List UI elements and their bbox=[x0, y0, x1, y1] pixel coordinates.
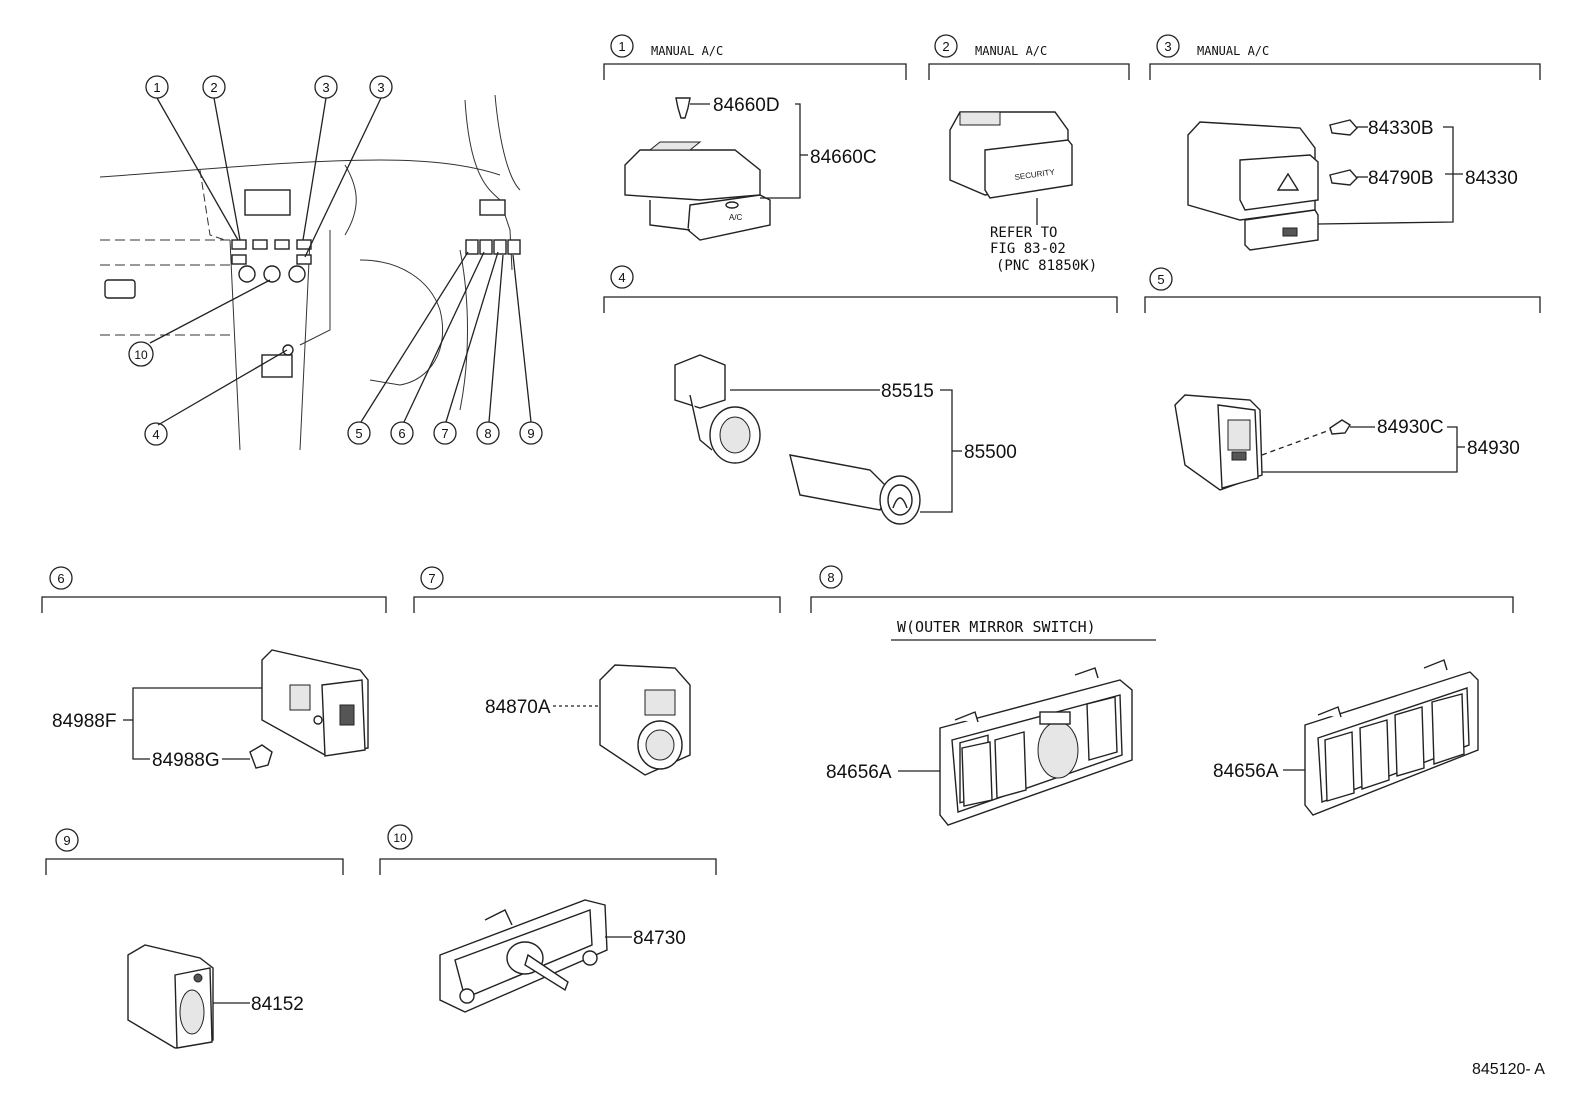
section-9-number: 9 bbox=[63, 833, 70, 848]
security-switch-drawing: SECURITY bbox=[949, 111, 1073, 199]
callout-10: 10 bbox=[128, 341, 154, 367]
callout-7: 7 bbox=[433, 421, 457, 445]
part-84730: 84730 bbox=[633, 928, 686, 949]
svg-text:4: 4 bbox=[152, 427, 159, 442]
mirror-switch-drawing bbox=[599, 664, 691, 776]
section-8-number: 8 bbox=[827, 570, 834, 585]
part-84656A-left: 84656A bbox=[826, 762, 892, 783]
ac-switch-drawing: A/C bbox=[624, 97, 771, 241]
section-2-title: MANUAL A/C bbox=[975, 44, 1047, 58]
section-10-number: 10 bbox=[393, 831, 407, 845]
part-84988F: 84988F bbox=[52, 711, 116, 732]
part-84790B: 84790B bbox=[1368, 168, 1434, 189]
callout-9: 9 bbox=[519, 421, 543, 445]
section-10: 10 84730 bbox=[379, 824, 717, 1013]
part-85500: 85500 bbox=[964, 442, 1017, 463]
callout-3a: 3 bbox=[314, 75, 338, 99]
switch-6-drawing bbox=[249, 649, 369, 769]
callout-8: 8 bbox=[476, 421, 500, 445]
section-3-number: 3 bbox=[1164, 39, 1171, 54]
section-4: 4 85515 85500 bbox=[603, 265, 1118, 525]
part-84870A: 84870A bbox=[485, 697, 551, 718]
ac-label: A/C bbox=[729, 213, 743, 222]
refer-line-2: FIG 83-02 bbox=[990, 241, 1066, 257]
svg-text:10: 10 bbox=[134, 348, 148, 362]
section-2: 2 MANUAL A/C SECURITY REFER TO FIG 83-02… bbox=[928, 34, 1130, 274]
section-5: 5 84930C 84930 bbox=[1144, 267, 1541, 491]
callout-6: 6 bbox=[390, 421, 414, 445]
part-84930: 84930 bbox=[1467, 438, 1520, 459]
svg-text:2: 2 bbox=[210, 80, 217, 95]
part-84988G: 84988G bbox=[152, 750, 220, 771]
section-4-number: 4 bbox=[618, 270, 625, 285]
svg-text:3: 3 bbox=[377, 80, 384, 95]
section-1-title: MANUAL A/C bbox=[651, 44, 723, 58]
svg-text:8: 8 bbox=[484, 426, 491, 441]
part-84330: 84330 bbox=[1465, 168, 1518, 189]
part-84660D: 84660D bbox=[713, 95, 780, 116]
callout-5: 5 bbox=[347, 421, 371, 445]
svg-text:5: 5 bbox=[355, 426, 362, 441]
callout-3b: 3 bbox=[369, 75, 393, 99]
svg-text:6: 6 bbox=[398, 426, 405, 441]
section-6: 6 84988F 84988G bbox=[41, 566, 387, 771]
refer-line-3: (PNC 81850K) bbox=[996, 258, 1097, 274]
svg-text:3: 3 bbox=[322, 80, 329, 95]
bezel-left-drawing bbox=[939, 667, 1133, 826]
section-8: 8 W(OUTER MIRROR SWITCH) 84656A bbox=[810, 565, 1514, 826]
svg-text:1: 1 bbox=[153, 80, 160, 95]
part-84930C: 84930C bbox=[1377, 417, 1444, 438]
rocker-switch-drawing bbox=[1174, 394, 1351, 491]
section-1: 1 MANUAL A/C A/C 84660D 84660C bbox=[603, 34, 907, 241]
part-84152: 84152 bbox=[251, 994, 304, 1015]
figure-id: 845120- A bbox=[1472, 1061, 1545, 1078]
callout-2: 2 bbox=[202, 75, 226, 99]
callout-4: 4 bbox=[144, 422, 168, 446]
part-84660C: 84660C bbox=[810, 147, 877, 168]
section-7: 7 84870A bbox=[413, 566, 781, 776]
bezel-right-drawing bbox=[1304, 659, 1479, 816]
section-1-number: 1 bbox=[618, 39, 625, 54]
dashboard-overview: 1 2 3 3 10 4 5 6 7 8 9 bbox=[99, 75, 543, 451]
svg-text:7: 7 bbox=[441, 426, 448, 441]
section-7-number: 7 bbox=[428, 571, 435, 586]
outer-mirror-note: W(OUTER MIRROR SWITCH) bbox=[897, 618, 1096, 636]
part-84330B: 84330B bbox=[1368, 118, 1434, 139]
callout-1: 1 bbox=[145, 75, 169, 99]
svg-text:9: 9 bbox=[527, 426, 534, 441]
section-6-number: 6 bbox=[57, 571, 64, 586]
dimmer-switch-drawing bbox=[127, 944, 214, 1049]
section-3-title: MANUAL A/C bbox=[1197, 44, 1269, 58]
part-84656A-right: 84656A bbox=[1213, 761, 1279, 782]
section-2-number: 2 bbox=[942, 39, 949, 54]
section-9: 9 84152 bbox=[45, 828, 344, 1049]
part-85515: 85515 bbox=[881, 381, 934, 402]
section-5-number: 5 bbox=[1157, 272, 1164, 287]
rheostat-drawing bbox=[439, 899, 608, 1013]
hazard-switch-drawing bbox=[1187, 119, 1358, 251]
section-3: 3 MANUAL A/C 84330B 84790B 84330 bbox=[1149, 34, 1541, 251]
refer-line-1: REFER TO bbox=[990, 225, 1057, 241]
cigarette-lighter-drawing bbox=[674, 354, 921, 525]
